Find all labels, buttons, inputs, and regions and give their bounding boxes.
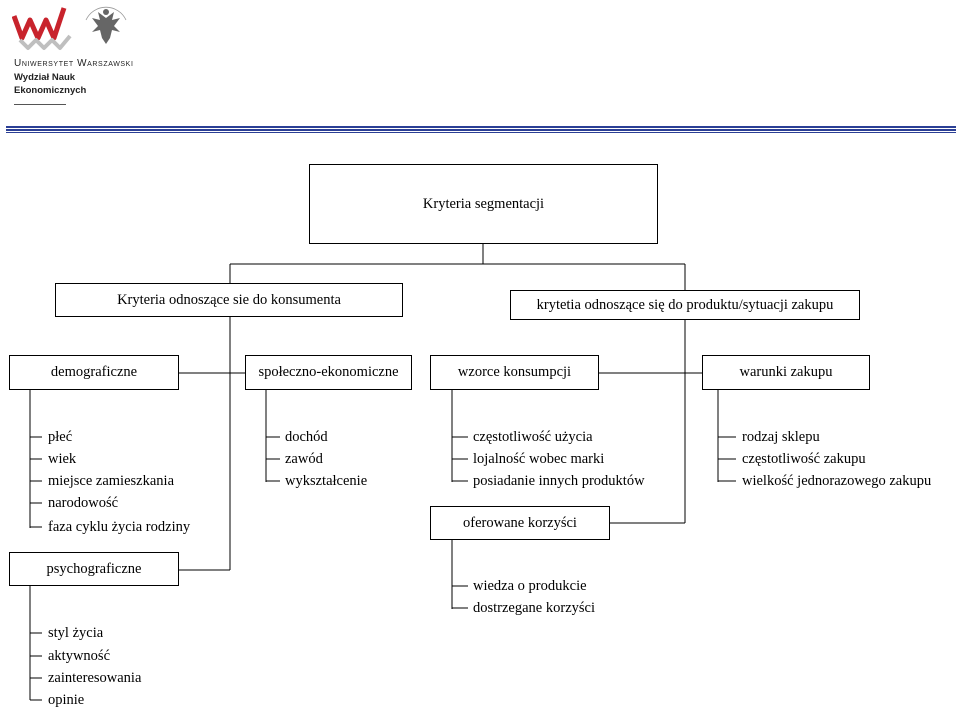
socioeconomic-item: dochód — [285, 429, 328, 445]
consumer-criteria-box: Kryteria odnoszące sie do konsumenta — [55, 283, 403, 317]
socioeconomic-box: społeczno-ekonomiczne — [245, 355, 412, 390]
benefits-item: dostrzegane korzyści — [473, 600, 595, 616]
university-seal-icon — [80, 0, 132, 52]
demographic-item: wiek — [48, 451, 77, 467]
offered-benefits-box: oferowane korzyści — [430, 506, 610, 540]
purchase-item: rodzaj sklepu — [742, 429, 820, 445]
psychographic-item: opinie — [48, 692, 85, 708]
purchase-conditions-box: warunki zakupu — [702, 355, 870, 390]
demographic-box: demograficzne — [9, 355, 179, 390]
consumption-item: posiadanie innych produktów — [473, 473, 645, 489]
faculty-name-line2: Ekonomicznych — [14, 85, 87, 96]
consumption-patterns-box: wzorce konsumpcji — [430, 355, 599, 390]
university-name: Uniwersytet Warszawski — [14, 58, 134, 69]
purchase-item: częstotliwość zakupu — [742, 451, 866, 467]
psychographic-item: styl życia — [48, 625, 104, 641]
demographic-item: miejsce zamieszkania — [48, 473, 175, 489]
faculty-logo-mark — [11, 2, 74, 52]
psychographic-item: aktywność — [48, 648, 111, 664]
consumption-item: lojalność wobec marki — [473, 451, 605, 467]
root-box: Kryteria segmentacji — [309, 164, 658, 244]
benefits-item: wiedza o produkcie — [473, 578, 587, 594]
demographic-item: faza cyklu życia rodziny — [48, 519, 191, 535]
purchase-item: wielkość jednorazowego zakupu — [742, 473, 932, 489]
logo-underline — [14, 104, 66, 105]
product-criteria-box: krytetia odnoszące się do produktu/sytua… — [510, 290, 860, 320]
socioeconomic-item: wykształcenie — [285, 473, 368, 489]
faculty-name-line1: Wydział Nauk — [14, 72, 76, 83]
psychographic-item: zainteresowania — [48, 670, 142, 686]
demographic-item: płeć — [48, 429, 73, 445]
consumption-item: częstotliwość użycia — [473, 429, 593, 445]
header-rule — [6, 126, 956, 133]
demographic-item: narodowość — [48, 495, 119, 511]
psychographic-box: psychograficzne — [9, 552, 179, 586]
socioeconomic-item: zawód — [285, 451, 323, 467]
